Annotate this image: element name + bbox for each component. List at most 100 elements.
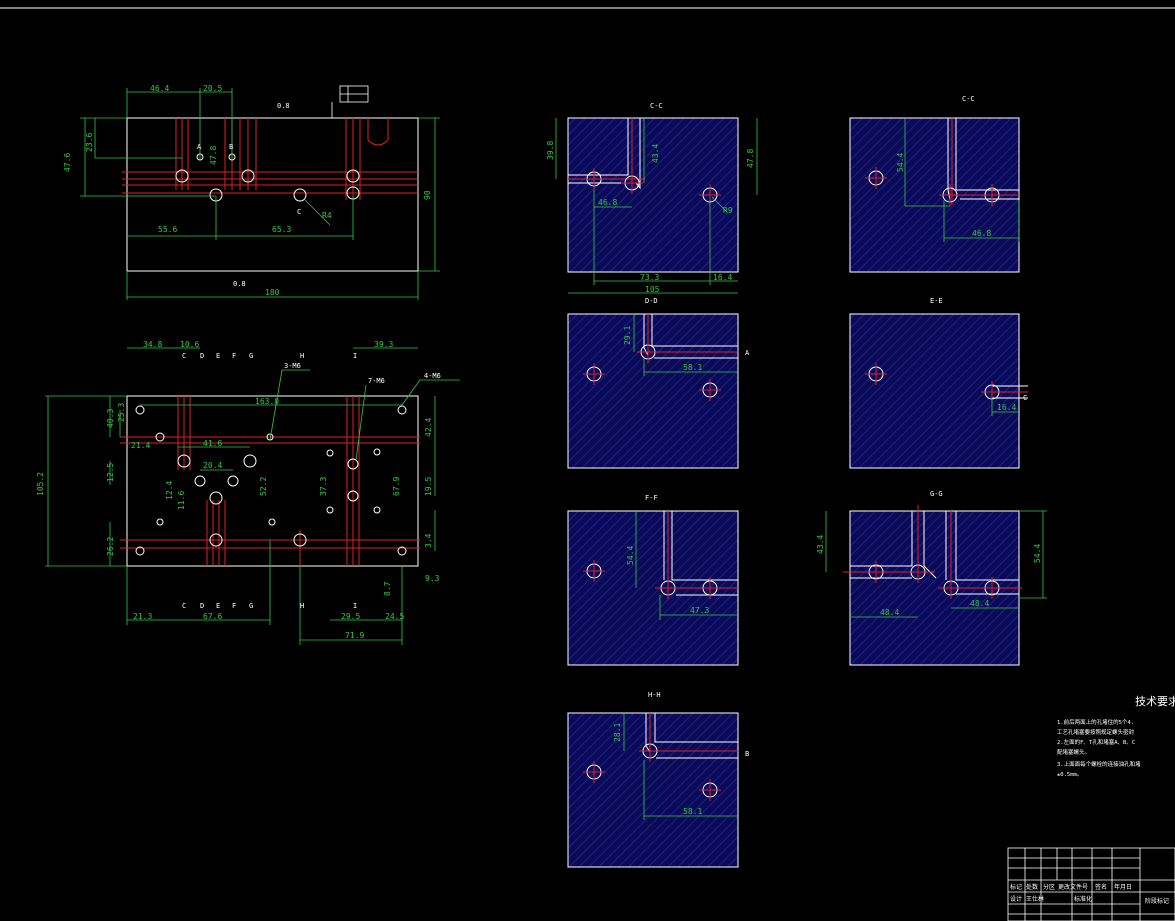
section-cc-right-title: C-C bbox=[962, 95, 975, 103]
plan-dim-39-3: 39.3 bbox=[374, 340, 393, 349]
plan-dim-25-3: 25.3 bbox=[117, 403, 126, 422]
plan-view: 34.8 10.6 39.3 163.0 40.3 25.3 42.4 21.4… bbox=[36, 340, 460, 645]
plan-dim-24-5: 24.5 bbox=[385, 612, 404, 621]
tech-line-1: 1.前后两面上的孔堵住的5个4. bbox=[1057, 718, 1134, 726]
top-dim-180: 180 bbox=[265, 288, 280, 297]
section-cc-right: C-C 54.4 46.8 bbox=[849, 95, 1020, 273]
top-radius: R4 bbox=[322, 211, 332, 220]
section-cc-dim-6: 105 bbox=[645, 285, 660, 294]
section-ff-title: F-F bbox=[645, 494, 658, 502]
plan-dim-3-4: 3.4 bbox=[424, 533, 433, 548]
section-dd-side-label: A bbox=[745, 349, 750, 357]
tech-line-4: 配堵塞螺头。 bbox=[1057, 748, 1090, 756]
marker-bottom-h: H bbox=[300, 602, 304, 610]
section-hh-dim-1: 58.1 bbox=[683, 807, 702, 816]
section-hh-title: H-H bbox=[648, 691, 661, 699]
section-ee: E-E 16.4 C bbox=[849, 297, 1028, 469]
section-cc-dim-1: 43.4 bbox=[651, 144, 660, 163]
plan-dim-9-3: 9.3 bbox=[425, 574, 440, 583]
plan-dim-105-2: 105.2 bbox=[36, 472, 45, 496]
section-cc: C-C 39.8 43.4 47.8 46.8 73.3 16.4 105 R9 bbox=[546, 102, 758, 294]
plan-dim-163: 163.0 bbox=[255, 397, 279, 406]
marker-top-d: D bbox=[200, 352, 204, 360]
callout-7-m6: 7-M6 bbox=[368, 377, 385, 385]
section-cc-dim-4: 73.3 bbox=[640, 273, 659, 282]
top-dim-90: 90 bbox=[423, 190, 432, 200]
callout-4-m6: 4-M6 bbox=[424, 372, 441, 380]
section-gg-dim-2: 48.4 bbox=[880, 608, 899, 617]
tb-head-date: 年月日 bbox=[1114, 883, 1132, 891]
marker-bottom-c: C bbox=[182, 602, 186, 610]
plan-dim-20-4: 20.4 bbox=[203, 461, 222, 470]
marker-top-e: E bbox=[216, 352, 220, 360]
plan-dim-40-3: 40.3 bbox=[106, 409, 115, 428]
plan-dim-12-5: 12.5 bbox=[106, 463, 115, 482]
section-cc-title: C-C bbox=[650, 102, 663, 110]
top-dim-47-8: 47.8 bbox=[209, 146, 218, 165]
tolerance-frame bbox=[331, 85, 369, 118]
section-cc-right-dim-0: 54.4 bbox=[896, 153, 905, 172]
section-markers-top: C D E F G H I bbox=[182, 352, 357, 360]
section-hh-dim-0: 28.1 bbox=[613, 723, 622, 742]
section-ee-dim-0: 16.4 bbox=[997, 403, 1016, 412]
tb-standard-label: 标准化 bbox=[1074, 895, 1092, 903]
top-dim-55-6: 55.6 bbox=[158, 225, 177, 234]
marker-bottom-g: G bbox=[249, 602, 253, 610]
title-block: 标记 处数 分区 更改文件号 签名 年月日 设计 王仕林 标准化 阶段标记 bbox=[1007, 847, 1175, 921]
tech-line-3: 2.左面的F、T孔和堵塞A、B、C bbox=[1057, 738, 1135, 746]
section-dd-dim-1: 58.1 bbox=[683, 363, 702, 372]
tb-head-sign: 签名 bbox=[1095, 883, 1107, 891]
top-dim-23-6: 23.6 bbox=[85, 133, 94, 152]
marker-top-i: I bbox=[353, 352, 357, 360]
section-ff-dim-1: 47.3 bbox=[690, 606, 709, 615]
tb-stage-label: 阶段标记 bbox=[1145, 897, 1169, 905]
marker-bottom-d: D bbox=[200, 602, 204, 610]
top-dim-20-5: 20.5 bbox=[203, 84, 222, 93]
section-cc-right-dim-1: 46.8 bbox=[972, 229, 991, 238]
tb-head-change-doc: 更改文件号 bbox=[1058, 883, 1088, 891]
top-view: 46.4 20.5 47.8 23.6 47.6 55.6 65.3 90 18… bbox=[63, 84, 440, 300]
section-cc-dim-3: 46.8 bbox=[598, 198, 617, 207]
plan-dim-37-3: 37.3 bbox=[319, 477, 328, 496]
plan-dim-52-2: 52.2 bbox=[259, 477, 268, 496]
section-ee-title: E-E bbox=[930, 297, 943, 305]
section-cc-dim-5: 16.4 bbox=[713, 273, 732, 282]
tech-requirements: 技术要求 1.前后两面上的孔堵住的5个4. 工艺孔堵塞要按照规定螺头密封 2.左… bbox=[1057, 695, 1175, 778]
plan-dim-34-8: 34.8 bbox=[143, 340, 162, 349]
marker-top-f: F bbox=[232, 352, 236, 360]
plan-dim-11-6: 11.6 bbox=[177, 491, 186, 510]
tb-designer-name: 王仕林 bbox=[1026, 895, 1044, 903]
plan-dim-29-5: 29.5 bbox=[341, 612, 360, 621]
callout-3-m6: 3-M6 bbox=[284, 362, 301, 370]
section-gg-dim-3: 48.4 bbox=[970, 599, 989, 608]
top-dim-65-3: 65.3 bbox=[272, 225, 291, 234]
top-label-a: A bbox=[197, 143, 202, 151]
tb-head-mark: 标记 bbox=[1010, 883, 1022, 891]
marker-bottom-f: F bbox=[232, 602, 236, 610]
top-label-c: C bbox=[297, 208, 301, 216]
top-dim-46-4: 46.4 bbox=[150, 84, 169, 93]
section-gg: G-G 43.4 54.4 48.4 48.4 bbox=[816, 490, 1047, 666]
marker-top-g: G bbox=[249, 352, 253, 360]
marker-top-h: H bbox=[300, 352, 304, 360]
plan-dim-71-9: 71.9 bbox=[345, 631, 364, 640]
tb-design-label: 设计 bbox=[1010, 895, 1022, 903]
section-ee-side-label: C bbox=[1023, 394, 1027, 402]
section-cc-dim-0: 39.8 bbox=[546, 141, 555, 160]
plan-dim-26-2: 26.2 bbox=[106, 537, 115, 556]
section-ff: F-F 54.4 47.3 bbox=[567, 494, 739, 666]
plan-dim-42-4: 42.4 bbox=[424, 418, 433, 437]
section-gg-dim-0: 43.4 bbox=[816, 535, 825, 554]
plan-dim-21-4: 21.4 bbox=[131, 441, 150, 450]
tech-requirements-title: 技术要求 bbox=[1135, 695, 1175, 708]
section-hh-side-label: B bbox=[745, 750, 749, 758]
tech-line-2: 工艺孔堵塞要按照规定螺头密封 bbox=[1057, 728, 1135, 736]
section-gg-dim-1: 54.4 bbox=[1033, 544, 1042, 563]
tech-line-5: 3.上面面每个螺栓的连接油孔和堵 bbox=[1057, 760, 1141, 768]
plan-dim-67-6: 67.6 bbox=[203, 612, 222, 621]
plan-dim-8-7: 8.7 bbox=[383, 581, 392, 596]
section-ff-dim-0: 54.4 bbox=[626, 546, 635, 565]
section-dd-dim-0: 29.1 bbox=[623, 326, 632, 345]
section-dd: D-D 29.1 58.1 A bbox=[567, 297, 750, 469]
plan-dim-41-6: 41.6 bbox=[203, 439, 222, 448]
